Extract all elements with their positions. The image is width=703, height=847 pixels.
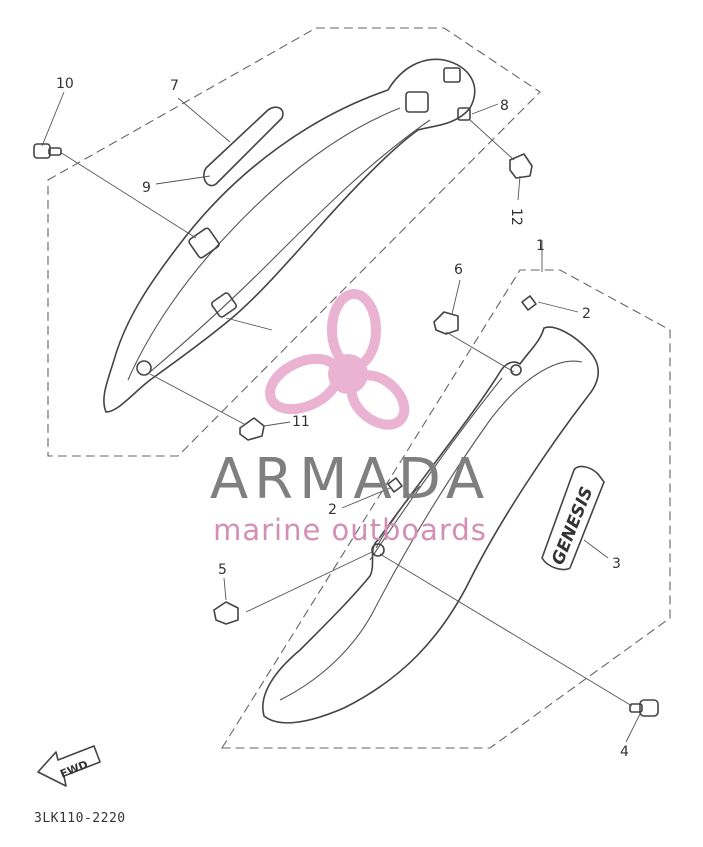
screw-4 — [629, 699, 659, 717]
upper-group-boundary — [47, 27, 541, 457]
callout-5: 5 — [218, 562, 227, 578]
callout-2-lower: 2 — [328, 502, 337, 518]
grommet-5 — [213, 601, 239, 625]
fwd-label: FWD — [58, 758, 90, 781]
genesis-decal: GENESIS — [541, 465, 605, 571]
callout-12: 12 — [508, 208, 524, 226]
lower-group-boundary — [221, 269, 671, 749]
screw-10 — [33, 143, 62, 159]
callout-2-upper: 2 — [582, 306, 591, 322]
fastener-2-lower — [387, 477, 403, 493]
callout-6: 6 — [454, 262, 463, 278]
watermark-brand: ARMADA — [210, 447, 490, 512]
upper-side-cover — [103, 58, 476, 413]
callout-3: 3 — [612, 556, 621, 572]
callout-7: 7 — [170, 78, 179, 94]
cover-strip — [203, 106, 284, 187]
armada-propeller-logo — [265, 289, 410, 430]
callout-10: 10 — [56, 76, 74, 92]
decal-text: GENESIS — [548, 484, 597, 568]
fwd-arrow-icon: FWD — [37, 745, 101, 787]
clip-8 — [457, 107, 471, 121]
grommet-6 — [433, 311, 459, 335]
callout-11: 11 — [292, 414, 310, 430]
leader-lines — [41, 91, 641, 743]
callout-9: 9 — [142, 180, 151, 196]
callout-1: 1 — [536, 238, 545, 254]
diagram-reference-code: 3LK110-2220 — [34, 811, 126, 826]
fastener-2-upper — [521, 295, 537, 311]
callout-8: 8 — [500, 98, 509, 114]
grommet-11 — [239, 417, 265, 441]
callout-4: 4 — [620, 744, 629, 760]
watermark-tagline: marine outboards — [213, 513, 487, 547]
grommet-12 — [509, 153, 533, 179]
